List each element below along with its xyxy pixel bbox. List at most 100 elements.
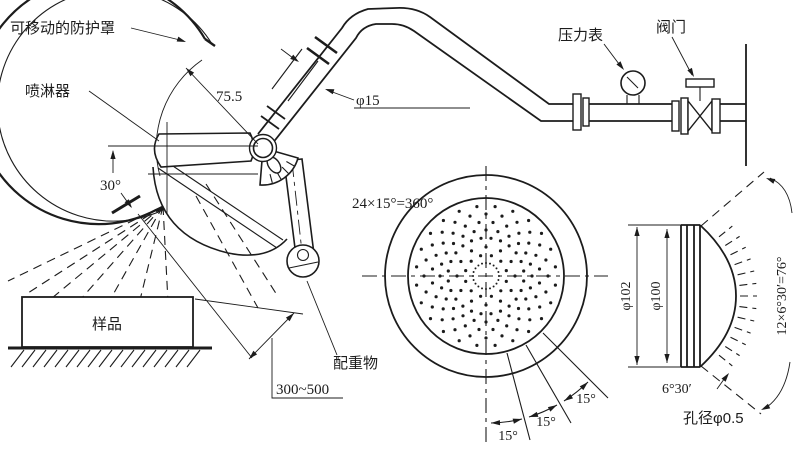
- valve: [671, 78, 721, 135]
- spray-hole-dot: [457, 339, 461, 343]
- sector-angle-2: 15°: [536, 415, 556, 430]
- piping-assembly: [572, 44, 747, 166]
- spray-hole-dot: [463, 224, 467, 228]
- spray-hole-dot: [454, 297, 458, 301]
- spray-hole-dot: [513, 274, 517, 278]
- tube-collar: [306, 35, 338, 66]
- spray-hole-dot: [500, 334, 504, 338]
- phi102-label: φ102: [619, 281, 634, 310]
- spray-hole-dot: [504, 269, 508, 273]
- spray-hole-dot: [469, 239, 474, 243]
- spray-hole-dot: [469, 309, 474, 313]
- spray-hole-dot: [449, 259, 453, 264]
- spray-hole-dot: [449, 288, 453, 293]
- spray-hole-dot: [479, 312, 483, 316]
- spray-hole-dot: [479, 236, 483, 240]
- gauge-needle: [626, 76, 639, 89]
- spray-hole-dot: [489, 294, 493, 298]
- spray-hole-dot: [539, 317, 544, 321]
- spray-hole-dot: [468, 214, 472, 218]
- spray-hole-dot: [530, 274, 534, 278]
- spray-hole-dot: [489, 312, 493, 316]
- spray-hole-dot: [472, 271, 475, 273]
- spray-hole-dot: [430, 243, 434, 247]
- spray-hole-dot: [424, 290, 428, 294]
- pipe-flange: [572, 93, 582, 131]
- spray-hole-dot: [440, 230, 444, 234]
- spray-hole-dot: [459, 288, 463, 293]
- spray-hole-dot: [538, 243, 542, 247]
- spray-hole-dot: [451, 231, 455, 235]
- spray-hole-dot: [497, 279, 500, 281]
- spray-hole-dot: [495, 267, 498, 270]
- radius-75-label: 75.5: [216, 89, 242, 105]
- sprayer-label: 喷淋器: [25, 83, 70, 100]
- spray-hole-dot: [507, 234, 511, 238]
- phi100-label: φ100: [649, 281, 664, 310]
- spray-hole-dot: [489, 262, 491, 265]
- spray-hole-dot: [415, 265, 419, 269]
- spray-hole-dot: [522, 269, 526, 273]
- spray-hole-dot: [515, 328, 519, 332]
- spray-hole-dot: [461, 304, 465, 308]
- angle-30-label: 30°: [100, 178, 121, 194]
- sector-angle-3: 15°: [576, 392, 596, 407]
- spray-hole-dot: [489, 254, 493, 258]
- counterweight-label: 配重物: [333, 355, 378, 372]
- spray-hole-dot: [484, 336, 488, 340]
- spray-hole-dot: [524, 297, 528, 301]
- spray-hole-dot: [498, 275, 500, 277]
- spray-hole-dot: [524, 251, 528, 255]
- spray-hole-dot: [469, 249, 474, 253]
- spray-hole-dot: [484, 303, 488, 307]
- spray-hole-dot: [491, 327, 495, 332]
- pipe-flange: [582, 97, 590, 127]
- spray-hole-dot: [422, 274, 426, 278]
- spray-hole-dot: [484, 320, 488, 324]
- spray-hole-dot: [469, 299, 474, 303]
- spray-hole-dot: [451, 241, 456, 246]
- spray-nozzle-head: [152, 132, 320, 278]
- spray-hole-dot: [493, 343, 497, 347]
- spray-rays: [7, 183, 278, 309]
- spray-hole-dot: [549, 247, 553, 251]
- spray-hole-dot: [485, 262, 487, 264]
- spray-hole-dot: [484, 212, 488, 216]
- spray-hole-dot: [454, 251, 458, 255]
- spray-hole-dot: [472, 275, 474, 277]
- side-spray-rays: [718, 225, 757, 367]
- spray-direction-bar: [111, 194, 141, 215]
- nozzle-body: [153, 132, 255, 168]
- spray-hole-dot: [434, 253, 438, 257]
- phi15-label: φ15: [356, 93, 380, 109]
- spray-hole-dot: [534, 295, 538, 299]
- spray-hole-dot: [472, 279, 475, 281]
- side-boundary-rays: [700, 171, 765, 415]
- spray-hole-dot: [441, 307, 445, 311]
- spray-hole-dot: [514, 297, 518, 301]
- spray-hole-dot: [537, 267, 542, 271]
- spray-hole-dot: [528, 230, 532, 234]
- spray-hole-dot: [428, 317, 433, 321]
- hole-diameter-label: 孔径φ0.5: [683, 410, 744, 427]
- spray-hole-dot: [484, 245, 488, 249]
- spray-hole-dot: [430, 267, 435, 271]
- spray-hole-dot: [496, 318, 500, 322]
- spray-hole-dot: [505, 324, 509, 328]
- hole-pitch-angle-label: 6°30′: [662, 382, 692, 397]
- spray-hole-dot: [475, 343, 479, 347]
- counterweight-arm: [283, 158, 320, 278]
- spray-hole-dot: [441, 241, 445, 245]
- spray-hole-dot: [527, 307, 531, 311]
- spray-hole-dot: [472, 318, 476, 322]
- spray-hole-dot: [539, 231, 544, 235]
- spray-hole-dot: [553, 283, 558, 287]
- spray-hole-dot: [499, 289, 503, 293]
- spray-hole-dot: [475, 205, 479, 209]
- spray-hole-dot: [507, 304, 511, 308]
- spray-hole-dot: [489, 236, 493, 240]
- spray-hole-dot: [498, 299, 503, 303]
- spray-hole-dot: [464, 269, 468, 273]
